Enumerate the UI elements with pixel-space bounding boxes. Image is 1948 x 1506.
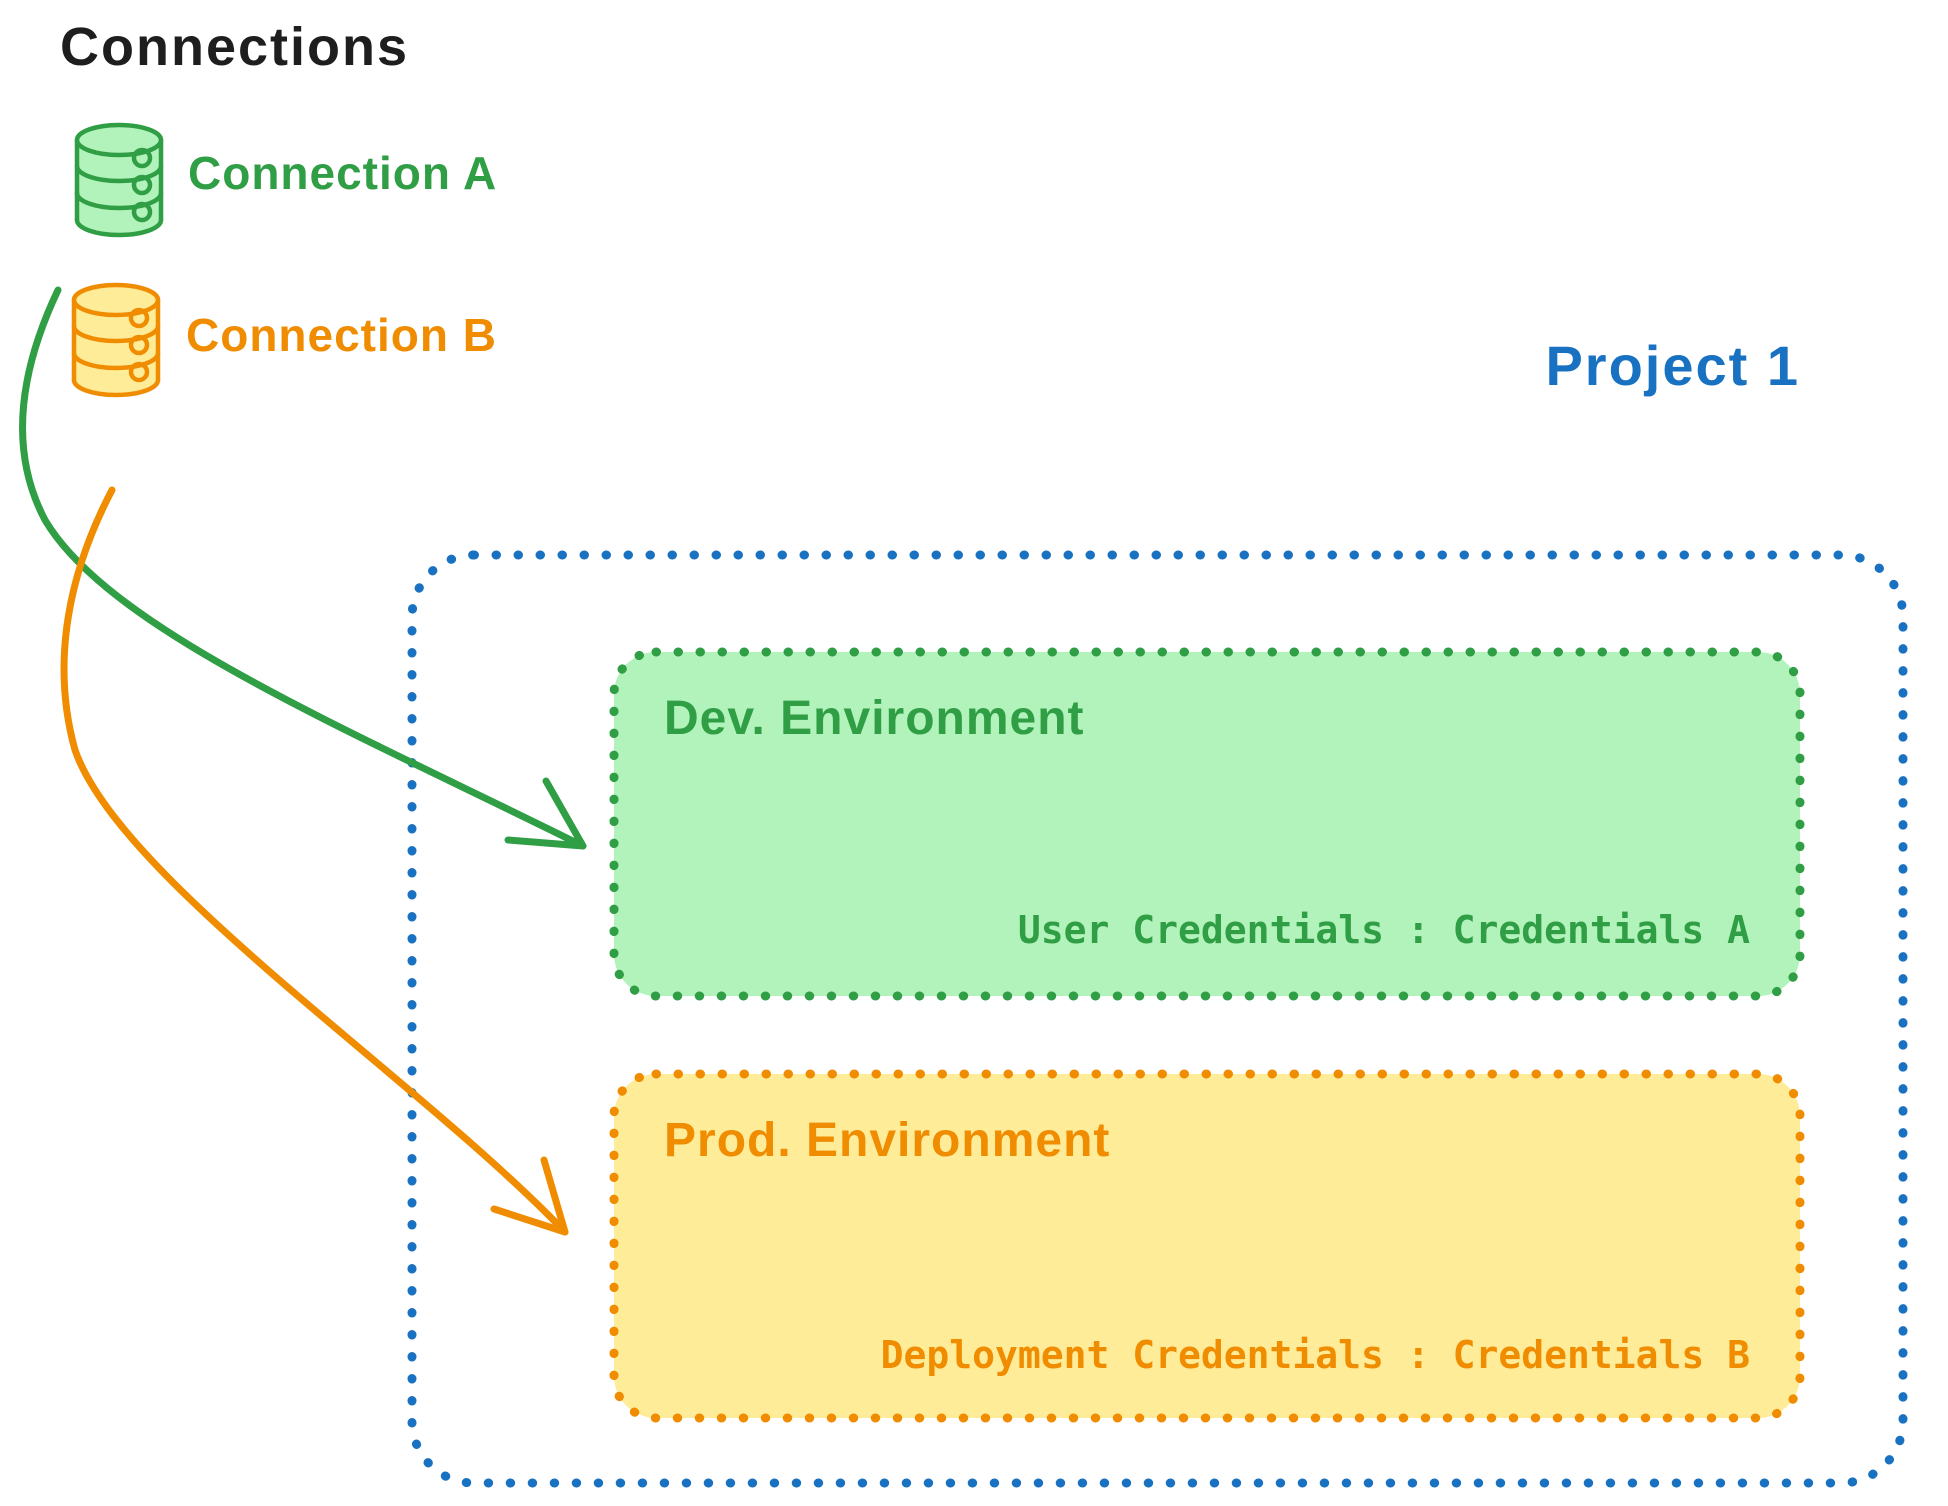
arrow-connection-a-to-dev xyxy=(19,286,587,850)
dev-environment-credentials: User Credentials : Credentials A xyxy=(1017,908,1750,952)
project-box-border xyxy=(407,550,1908,1488)
project-title: Project 1 xyxy=(1545,334,1800,397)
prod-environment-box xyxy=(609,1069,1805,1423)
arrow-connection-b-to-prod xyxy=(60,486,569,1236)
connection-b-label: Connection B xyxy=(186,309,497,361)
connection-a-label: Connection A xyxy=(188,147,498,199)
arrowhead xyxy=(504,777,587,850)
dev-environment-title: Dev. Environment xyxy=(664,692,1085,745)
database-icon-connection-a xyxy=(74,122,164,238)
dev-environment-box xyxy=(609,647,1805,1001)
database-icon-connection-b xyxy=(71,282,161,398)
arrowhead xyxy=(490,1156,569,1236)
prod-environment-credentials: Deployment Credentials : Credentials B xyxy=(880,1333,1750,1377)
prod-environment-title: Prod. Environment xyxy=(664,1114,1111,1167)
connections-title: Connections xyxy=(60,17,410,77)
